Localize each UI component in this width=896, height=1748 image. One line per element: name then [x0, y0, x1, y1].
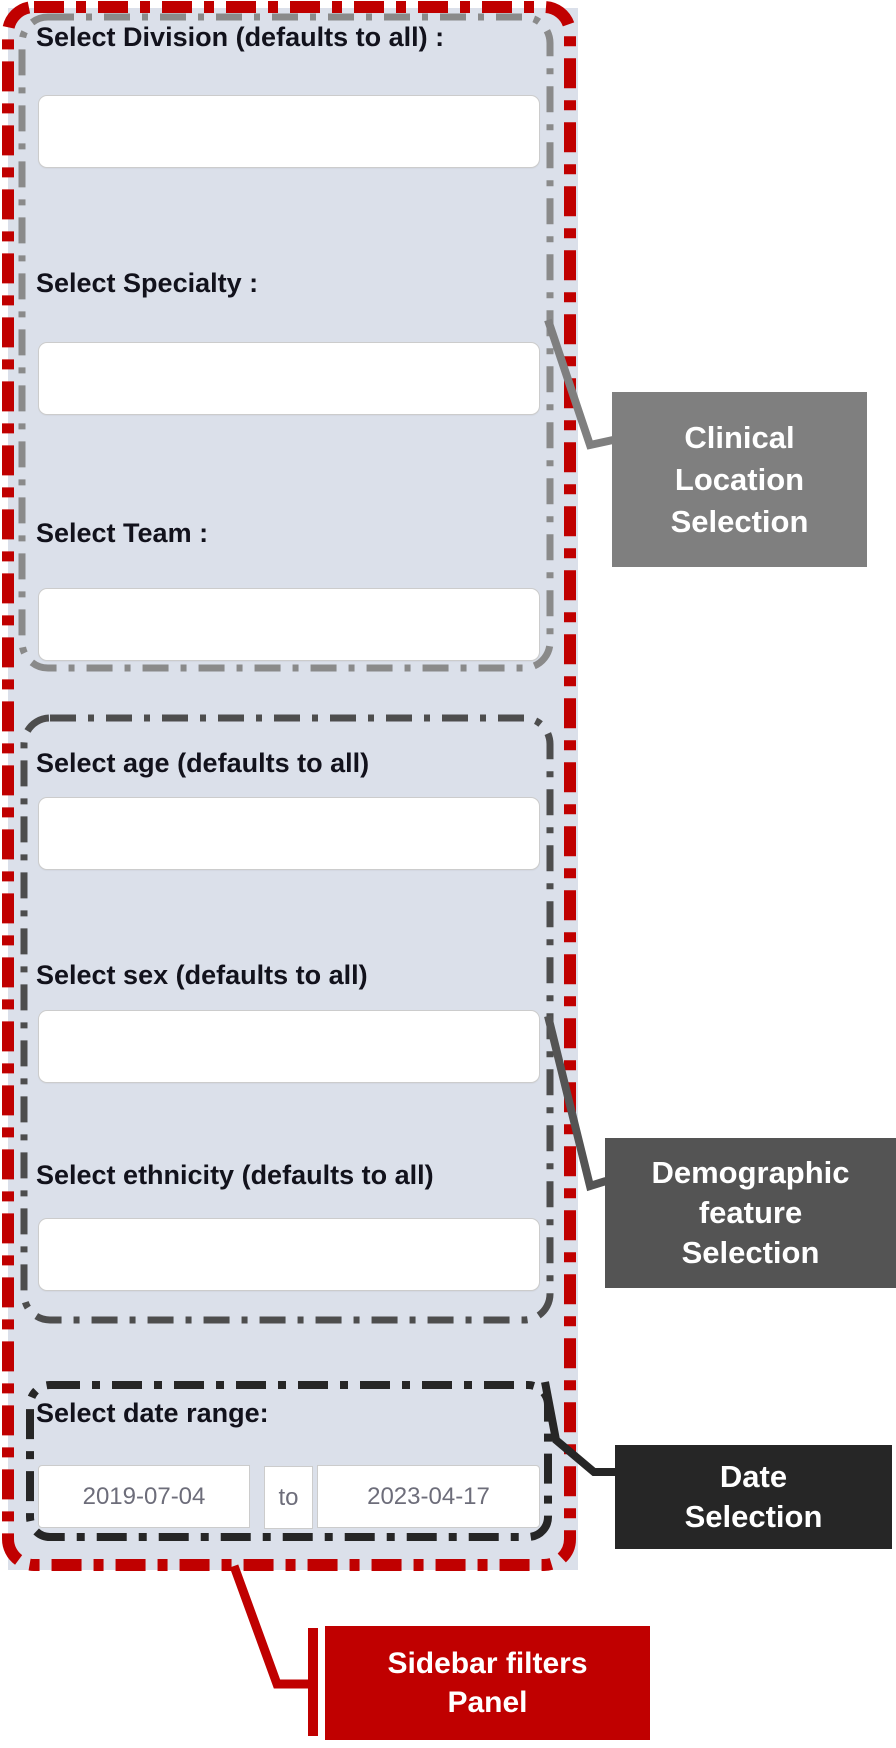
- division-label: Select Division (defaults to all) :: [36, 22, 445, 52]
- demographic-feature-callout: Demographic feature Selection: [605, 1138, 896, 1288]
- clinical-location-callout: Clinical Location Selection: [612, 392, 867, 567]
- sidebar-callout-connector: [229, 1564, 309, 1689]
- date-separator-cell: to: [264, 1466, 313, 1529]
- callout-text: Clinical: [684, 419, 795, 455]
- callout-text: Selection: [681, 1235, 820, 1270]
- callout-text: Date: [719, 1459, 788, 1494]
- date-separator-text: to: [278, 1483, 299, 1511]
- callout-text: Sidebar filters: [387, 1647, 588, 1680]
- sidebar-filters-callout: Sidebar filters Panel: [325, 1626, 650, 1740]
- callout-text: Panel: [447, 1686, 528, 1719]
- date-end-input[interactable]: [317, 1465, 540, 1528]
- age-select[interactable]: [38, 797, 540, 870]
- date-range-label: Select date range:: [36, 1398, 269, 1428]
- team-label: Select Team :: [36, 518, 209, 548]
- date-selection-callout: Date Selection: [615, 1445, 892, 1549]
- division-select[interactable]: [38, 95, 540, 168]
- callout-text: Demographic: [651, 1155, 850, 1190]
- callout-text: Selection: [670, 503, 809, 539]
- ethnicity-select[interactable]: [38, 1218, 540, 1291]
- specialty-label: Select Specialty :: [36, 268, 259, 298]
- sidebar-filters-panel: [8, 8, 578, 1570]
- callout-text: feature: [698, 1195, 803, 1230]
- age-label: Select age (defaults to all): [36, 748, 370, 778]
- callout-text: Selection: [684, 1499, 823, 1534]
- sex-label: Select sex (defaults to all): [36, 960, 368, 990]
- ethnicity-label: Select ethnicity (defaults to all): [36, 1160, 434, 1190]
- specialty-select[interactable]: [38, 342, 540, 415]
- callout-text: Location: [674, 461, 805, 497]
- date-start-input[interactable]: [38, 1465, 250, 1528]
- sex-select[interactable]: [38, 1010, 540, 1083]
- sidebar-callout-bracket: [308, 1628, 318, 1736]
- team-select[interactable]: [38, 588, 540, 661]
